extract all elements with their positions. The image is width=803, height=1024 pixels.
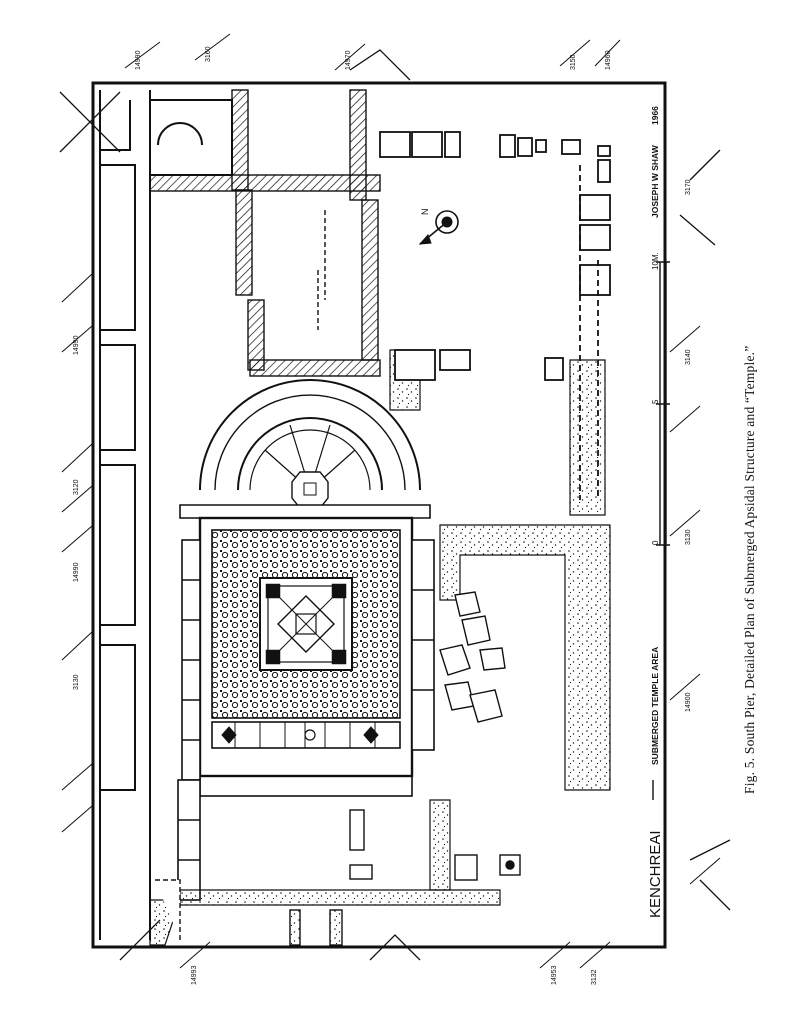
hatched-rooms bbox=[149, 89, 381, 377]
year-label: 1966 bbox=[650, 106, 660, 125]
grid-crosses bbox=[59, 49, 731, 961]
grid-label-bottom-3: 3132 bbox=[591, 969, 598, 985]
grid-label-bottom-2: 14953 bbox=[551, 965, 558, 985]
grid-label-right-1: 3170 bbox=[685, 179, 692, 195]
scale-tick-5: 5 bbox=[651, 399, 660, 404]
grid-label-top-2: 3160 bbox=[205, 46, 212, 62]
grid-label-top-1: 14990 bbox=[135, 50, 142, 70]
grid-label-right-3: 3130 bbox=[685, 529, 692, 545]
grid-label-left-3: 14990 bbox=[73, 562, 80, 582]
area-label: SUBMERGED TEMPLE AREA bbox=[650, 647, 660, 765]
fallen-stones bbox=[439, 591, 506, 723]
grid-label-left-4: 3130 bbox=[73, 674, 80, 690]
grid-label-right-4: 14900 bbox=[685, 692, 692, 712]
temple-blocks bbox=[177, 539, 435, 901]
street-walls bbox=[99, 90, 151, 940]
site-label: KENCHREAI bbox=[647, 830, 664, 918]
grid-label-top-5: 14960 bbox=[605, 50, 612, 70]
grid-label-left-2: 3120 bbox=[73, 479, 80, 495]
grid-label-left-1: 14990 bbox=[73, 335, 80, 355]
author-label: JOSEPH W SHAW bbox=[650, 144, 660, 218]
grid-ticks-top bbox=[61, 33, 721, 969]
grid-label-top-3: 14970 bbox=[345, 50, 352, 70]
scale-bar bbox=[656, 261, 670, 546]
upper-right-blocks bbox=[379, 131, 611, 500]
north-arrow bbox=[418, 210, 459, 245]
grid-label-right-2: 3140 bbox=[685, 349, 692, 365]
grid-label-top-4: 3150 bbox=[570, 54, 577, 70]
apse bbox=[179, 379, 431, 519]
plan-frame bbox=[91, 81, 667, 949]
north-label: N bbox=[420, 209, 430, 216]
lower-features bbox=[155, 809, 521, 946]
scale-tick-10: 10M. bbox=[651, 252, 660, 270]
scale-tick-0: 0 bbox=[651, 540, 660, 545]
temple-mosaic bbox=[198, 516, 414, 797]
grid-label-bottom-1: 14993 bbox=[191, 965, 198, 985]
